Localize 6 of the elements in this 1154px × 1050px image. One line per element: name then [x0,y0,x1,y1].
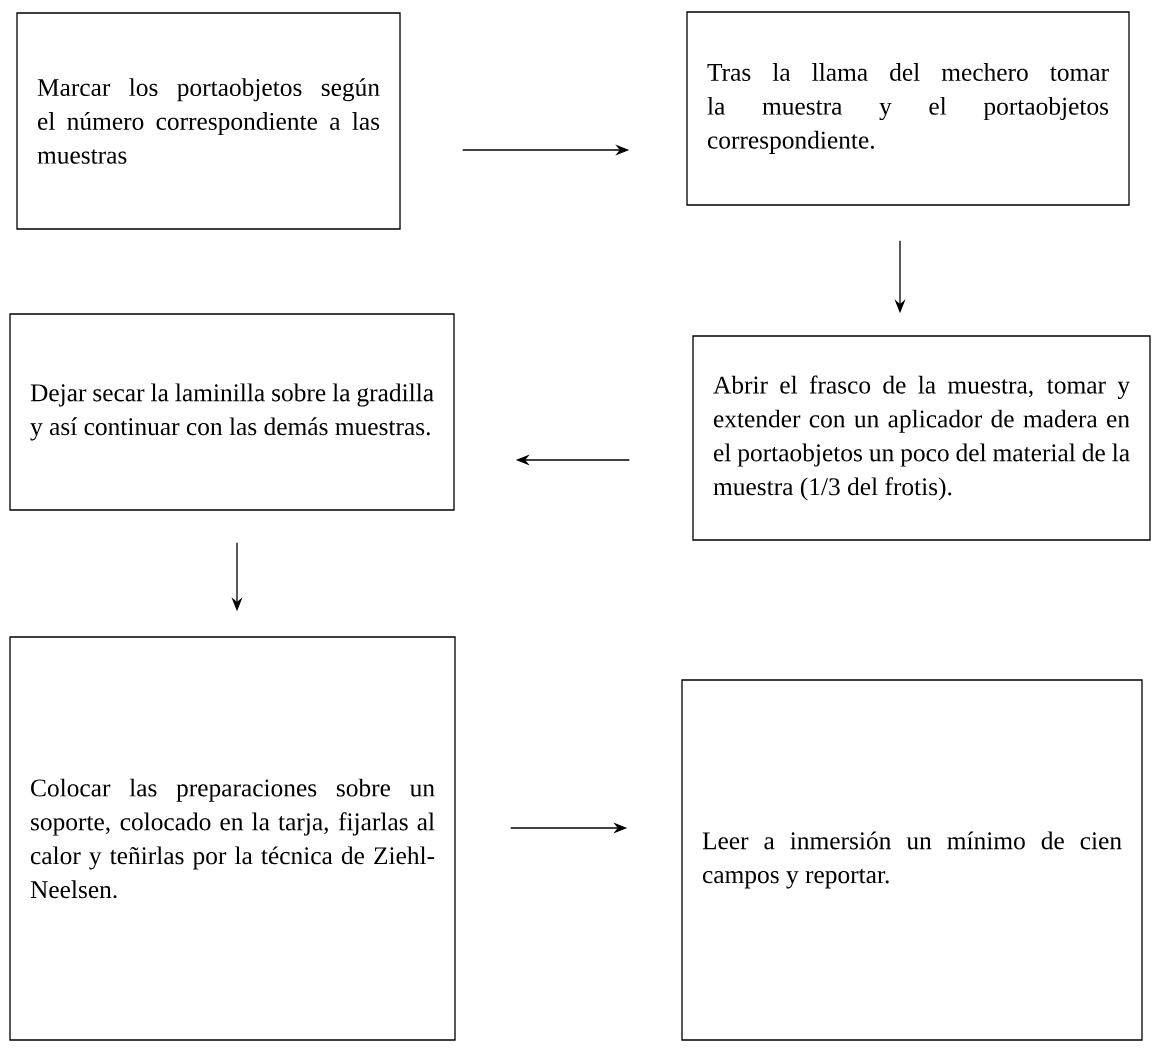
process-box: Colocar las preparaciones sobre un soporte, colocado en la tarja, fijarlas al calor y teñirlas por la técnica de Ziehl-Neelsen. [9,636,456,1041]
process-box: Tras la llama del mechero tomar la muestra y el portaobjetos correspondiente. [686,11,1130,206]
process-box: Marcar los portaobjetos según el número correspondiente a las muestras [16,12,401,230]
process-box: Abrir el frasco de la muestra, tomar y extender con un aplicador de madera en el portaobjetos un poco del material de la muestra (1/3 del frotis). [692,335,1151,541]
process-box: Leer a inmersión un mínimo de cien campos y reportar. [681,679,1143,1041]
process-box: Dejar secar la laminilla sobre la gradilla y así continuar con las demás muestras. [9,313,455,511]
